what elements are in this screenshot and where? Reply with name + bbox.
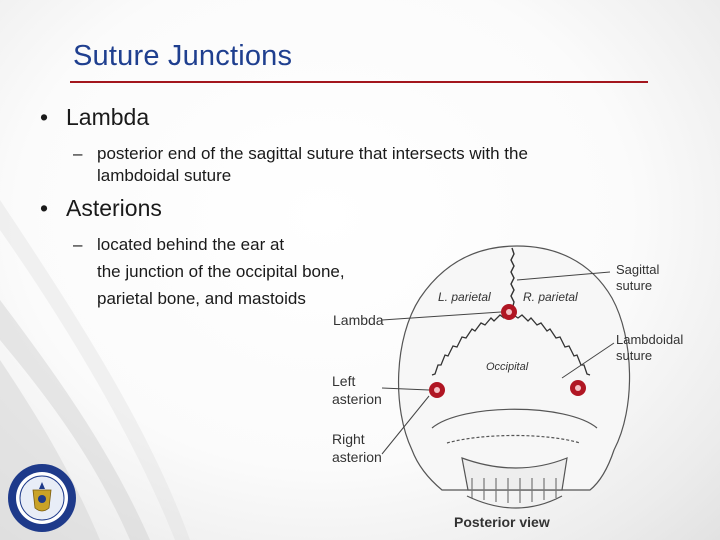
bullet-asterions: •Asterions	[40, 195, 162, 222]
right-asterion-label: asterion	[332, 449, 382, 465]
bullet-lambda: •Lambda	[40, 104, 149, 131]
sub-line: posterior end of the sagittal suture tha…	[97, 143, 528, 165]
right-asterion-label: Right	[332, 431, 365, 447]
sagittal-label: suture	[616, 278, 652, 293]
lambdoidal-label: suture	[616, 348, 652, 363]
sagittal-label: Sagittal	[616, 262, 659, 277]
left-asterion-marker	[429, 382, 445, 398]
occipital-label: Occipital	[486, 361, 529, 373]
bullet-heading: Asterions	[66, 195, 162, 221]
lambdoidal-label: Lambdoidal	[616, 332, 683, 347]
sub-line: located behind the ear at	[97, 231, 345, 258]
bullet-heading: Lambda	[66, 104, 149, 130]
skull-posterior-figure: L. parietal R. parietal Occipital Sagitt…	[322, 228, 712, 534]
figure-caption: Posterior view	[454, 514, 550, 530]
organization-seal-logo	[6, 462, 78, 534]
sub-bullet-lambda: – posterior end of the sagittal suture t…	[97, 143, 528, 187]
slide-title: Suture Junctions	[73, 40, 292, 73]
right-asterion-marker	[570, 380, 586, 396]
lambda-label: Lambda	[333, 312, 384, 328]
sub-line: the junction of the occipital bone,	[97, 258, 345, 285]
sub-line: parietal bone, and mastoids	[97, 285, 345, 312]
l-parietal-label: L. parietal	[438, 290, 491, 304]
sub-bullet-asterions: – located behind the ear at the junction…	[97, 231, 345, 312]
sub-line: lambdoidal suture	[97, 165, 528, 187]
lambda-marker	[501, 304, 517, 320]
left-asterion-label: Left	[332, 373, 355, 389]
skull-drawing	[399, 246, 630, 508]
r-parietal-label: R. parietal	[523, 290, 578, 304]
title-underline	[70, 81, 648, 83]
left-asterion-label: asterion	[332, 391, 382, 407]
